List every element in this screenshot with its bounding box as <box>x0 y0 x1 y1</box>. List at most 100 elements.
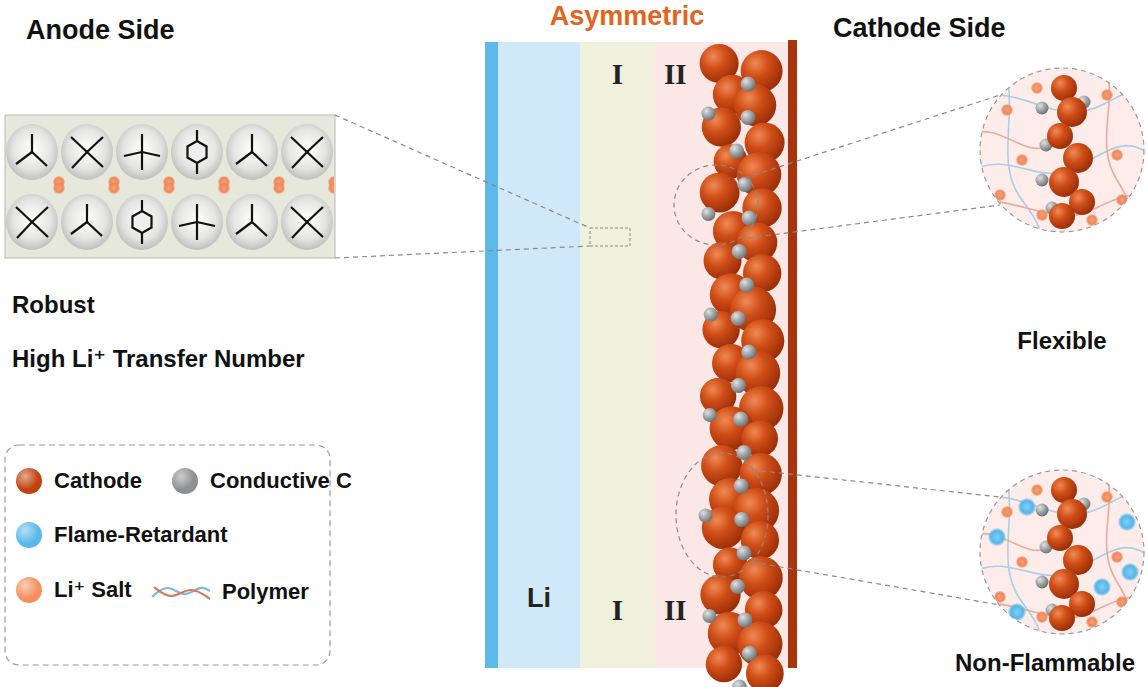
legend-entry: Li⁺ Salt <box>16 577 132 603</box>
lithium-salt <box>1116 194 1128 206</box>
polymer-chain <box>1102 457 1132 647</box>
lithium-salt <box>1016 154 1028 166</box>
legend-swatch <box>16 522 42 548</box>
carbon-particle <box>734 512 749 527</box>
lithium-salt <box>994 189 1006 201</box>
cathode-particle <box>1057 97 1087 127</box>
band-label: Li <box>527 585 551 612</box>
lithium-edge-strip <box>485 42 498 668</box>
cathode-particle <box>1057 499 1087 529</box>
legend-text: Flame-Retardant <box>54 523 228 547</box>
carbon-particle <box>732 244 747 259</box>
polymer-domain <box>61 194 113 250</box>
lithium-band-fill <box>498 42 580 668</box>
carbon-particle <box>704 308 718 322</box>
lithium-salt <box>218 182 230 194</box>
cathode-particle <box>734 84 776 126</box>
zoom-box <box>590 228 630 246</box>
cathode-particles <box>698 44 784 687</box>
lithium-salt <box>1001 104 1013 116</box>
crosslinker <box>236 204 267 236</box>
lithium-salt <box>1116 596 1128 608</box>
carbon-particle <box>703 408 717 422</box>
cathode-particle <box>700 172 740 212</box>
zoom-circle-border <box>980 470 1144 634</box>
band-label: I <box>612 60 623 89</box>
carbon-particle <box>1036 174 1049 187</box>
crosslinker <box>124 134 160 170</box>
crosslinker <box>16 207 48 238</box>
side-heading: Cathode Side <box>833 14 1006 44</box>
legend-swatch <box>16 577 42 603</box>
lithium-salt <box>1111 149 1123 161</box>
carbon-particle <box>698 509 712 523</box>
non-flammable-layer-detail <box>967 457 1148 647</box>
crosslinker <box>291 207 323 238</box>
carbon-particle <box>1036 504 1049 517</box>
legend-text: Li⁺ Salt <box>54 578 132 602</box>
legend-entry: Cathode <box>16 468 142 494</box>
lithium-salt <box>1111 551 1123 563</box>
carbon-particle <box>1036 102 1049 115</box>
lithium-salt <box>273 182 285 194</box>
carbon-particle <box>731 378 746 393</box>
property-label: Robust <box>12 292 95 318</box>
carbon-particle <box>701 107 715 121</box>
flexible-layer-detail <box>967 55 1148 245</box>
lithium-anode-band: Li <box>498 45 580 665</box>
carbon-particle <box>732 680 747 687</box>
lithium-salt <box>1031 484 1043 496</box>
zoom-circle <box>980 68 1144 232</box>
legend-text: Conductive C <box>210 469 352 493</box>
lithium-salt <box>1101 491 1113 503</box>
band-label: II <box>664 596 687 625</box>
leader-line <box>748 205 1000 238</box>
polymer-domain <box>171 194 223 250</box>
carbon-particle <box>729 144 744 159</box>
polymer-domain <box>116 124 168 180</box>
crosslinker <box>236 134 267 166</box>
carbon-particle <box>731 311 746 326</box>
flame-retardant <box>1118 513 1136 531</box>
carbon-particle <box>737 177 752 192</box>
lithium-salt <box>1016 556 1028 568</box>
lithium-salt <box>994 591 1006 603</box>
carbon-particle <box>733 412 748 427</box>
lithium-salt <box>53 182 65 194</box>
band-label: I <box>612 596 623 625</box>
carbon-particle <box>702 609 716 623</box>
lithium-salt <box>1031 82 1043 94</box>
leader-line <box>752 470 1000 497</box>
layer-band: II <box>580 45 655 665</box>
legend-swatch <box>172 468 198 494</box>
cathode-particle <box>742 188 781 227</box>
polymer-chain <box>1102 55 1132 245</box>
cathode-particle <box>706 646 742 682</box>
carbon-particle <box>739 278 754 293</box>
zoom-circle-border <box>980 68 1144 232</box>
cathode-particle <box>702 107 741 146</box>
layer-band: IIII <box>655 45 788 665</box>
legend-entry: Polymer <box>150 577 309 607</box>
zoom-ellipse <box>676 453 768 577</box>
flame-retardant <box>1093 578 1111 596</box>
property-label: High Li⁺ Transfer Number <box>12 346 305 372</box>
property-label: Non-Flammable <box>955 650 1135 676</box>
leader-line <box>752 562 1000 605</box>
cathode-particle <box>1049 605 1075 631</box>
carbon-particle <box>730 579 745 594</box>
zoom-ellipse <box>674 165 758 245</box>
lithium-salt <box>328 182 334 194</box>
crosslinker <box>179 204 215 240</box>
polymer-domain <box>226 194 278 250</box>
flame-retardant <box>1018 498 1036 516</box>
cathode-particle <box>1049 203 1075 229</box>
legend-text: Polymer <box>222 580 309 604</box>
legend-text: Cathode <box>54 469 142 493</box>
lithium-salt <box>1001 506 1013 518</box>
crosslinker <box>132 200 151 244</box>
carbon-particle <box>736 546 751 561</box>
legend-line-sample <box>150 577 212 607</box>
polymer-domain <box>61 124 113 180</box>
